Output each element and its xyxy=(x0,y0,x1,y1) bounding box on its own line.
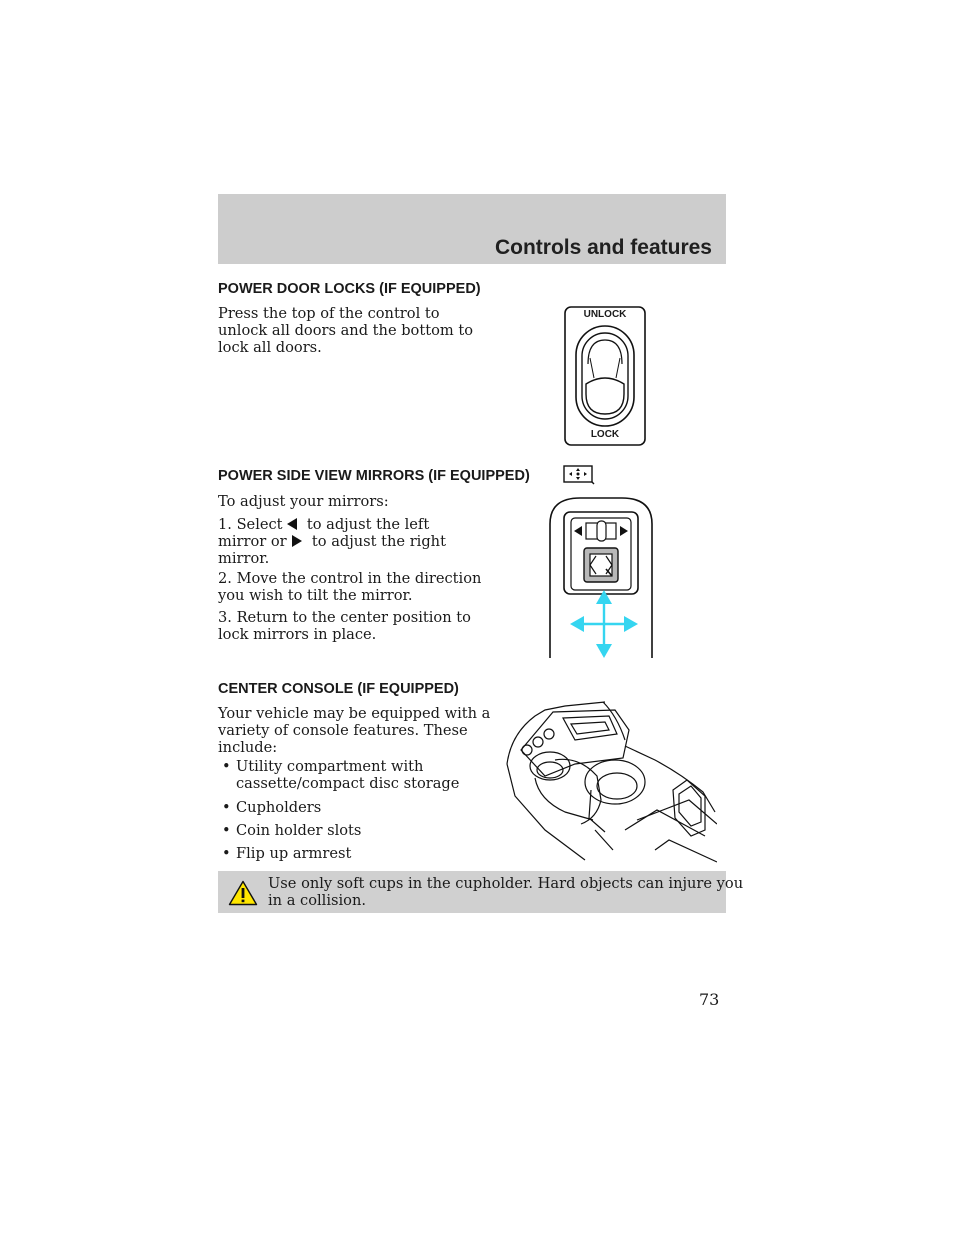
right-triangle-icon xyxy=(292,535,303,547)
mirror-adjust-icon xyxy=(563,465,595,489)
bullet-mark: • xyxy=(222,758,231,775)
mirrors-heading: POWER SIDE VIEW MIRRORS (IF EQUIPPED) xyxy=(218,468,530,484)
text-line: 2. Move the control in the direction xyxy=(218,570,482,587)
list-item: • Utility compartment with cassette/compa… xyxy=(222,758,459,792)
mirrors-step-1: 1. Select to adjust the left mirror or t… xyxy=(218,516,518,567)
step-text: to adjust the left xyxy=(306,516,430,533)
console-heading: CENTER CONSOLE (IF EQUIPPED) xyxy=(218,681,459,697)
text-line: Your vehicle may be equipped with a xyxy=(218,705,491,722)
console-intro: Your vehicle may be equipped with a vari… xyxy=(218,705,491,756)
list-item-text: Utility compartment with xyxy=(236,758,424,775)
step-text: mirror. xyxy=(218,550,270,567)
door-locks-heading: POWER DOOR LOCKS (IF EQUIPPED) xyxy=(218,281,481,297)
text-line: lock all doors. xyxy=(218,339,322,356)
list-item-text: Coin holder slots xyxy=(236,822,362,839)
list-item: • Coin holder slots xyxy=(222,822,361,839)
door-lock-switch-illustration: UNLOCK LOCK xyxy=(564,306,646,446)
list-item-text: cassette/compact disc storage xyxy=(236,775,460,792)
text-line: in a collision. xyxy=(268,892,366,909)
list-item-text: Cupholders xyxy=(236,799,322,816)
text-line: variety of console features. These xyxy=(218,722,468,739)
list-item: • Cupholders xyxy=(222,799,321,816)
page-number: 73 xyxy=(699,990,720,1009)
left-triangle-icon xyxy=(287,518,298,530)
list-item: • Flip up armrest xyxy=(222,845,351,862)
step-text: mirror or xyxy=(218,533,287,550)
warning-box: Use only soft cups in the cupholder. Har… xyxy=(218,871,744,913)
text-line: unlock all doors and the bottom to xyxy=(218,322,473,339)
step-text: to adjust the right xyxy=(311,533,446,550)
section-header-band: Controls and features xyxy=(218,194,726,264)
warning-triangle-icon xyxy=(228,880,258,910)
lock-label: LOCK xyxy=(590,429,620,440)
text-line: include: xyxy=(218,739,278,756)
mirrors-step-3: 3. Return to the center position to lock… xyxy=(218,609,488,643)
mirror-control-illustration xyxy=(546,494,658,660)
text-line: lock mirrors in place. xyxy=(218,626,377,643)
list-item-text: Flip up armrest xyxy=(236,845,352,862)
text-line: 3. Return to the center position to xyxy=(218,609,471,626)
text-line: Use only soft cups in the cupholder. Har… xyxy=(268,875,744,892)
bullet-mark: • xyxy=(222,822,231,839)
mirrors-intro: To adjust your mirrors: xyxy=(218,493,389,510)
section-title: Controls and features xyxy=(494,236,712,259)
text-line: you wish to tilt the mirror. xyxy=(218,587,413,604)
center-console-illustration xyxy=(505,700,718,865)
unlock-label: UNLOCK xyxy=(583,309,627,320)
text-line: Press the top of the control to xyxy=(218,305,440,322)
step-text: 1. Select xyxy=(218,516,283,533)
bullet-mark: • xyxy=(222,845,231,862)
bullet-mark: • xyxy=(222,799,231,816)
warning-text: Use only soft cups in the cupholder. Har… xyxy=(268,875,744,909)
door-locks-text: Press the top of the control to unlock a… xyxy=(218,305,488,356)
mirrors-step-2: 2. Move the control in the direction you… xyxy=(218,570,488,604)
